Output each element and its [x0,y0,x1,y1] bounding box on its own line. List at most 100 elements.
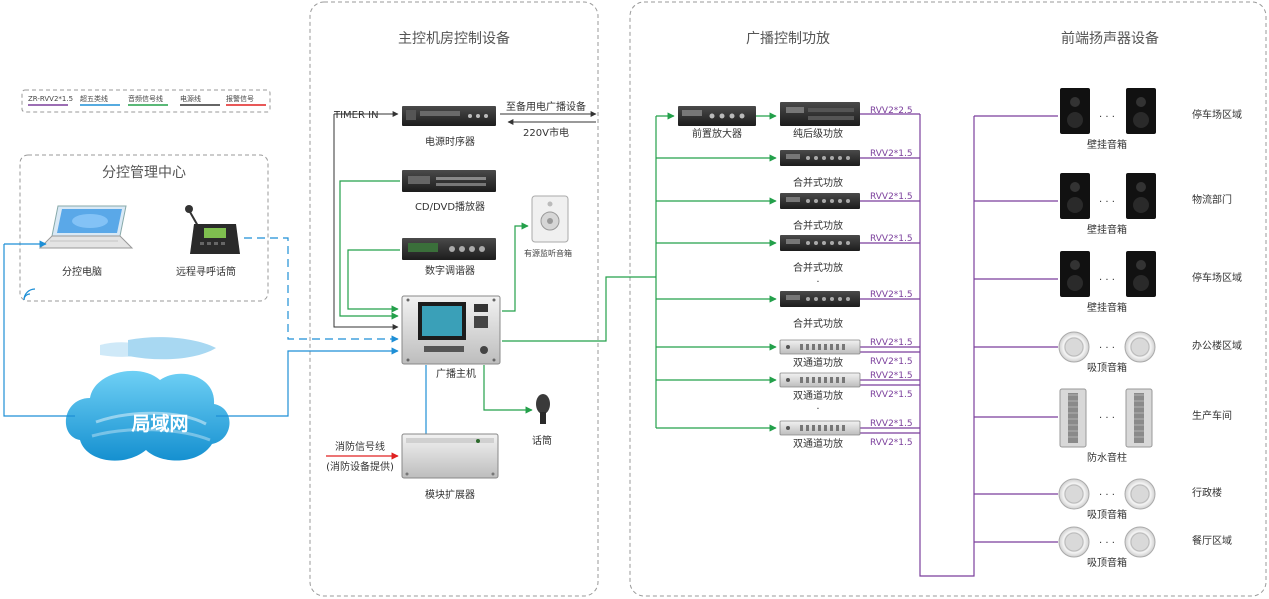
speaker-zone-label: 生产车间 [1192,409,1232,422]
integrated-amplifier[interactable] [780,193,860,209]
ceiling-speaker-group[interactable] [1058,331,1156,363]
speaker-device-label: 吸顶音箱 [1087,556,1127,569]
legend-item-label: 超五类线 [80,94,108,103]
dvd-host-link [339,180,400,320]
host-microphone-link [483,365,533,414]
control-room-frame [309,1,599,597]
dual-channel-amplifier[interactable] [779,372,861,388]
integrated-amplifier[interactable] [780,291,860,307]
legend-item-label: ZR-RVV2*1.5 [28,95,73,103]
monitor-speaker-label: 有源监听音箱 [524,248,572,258]
integrated-amplifier[interactable] [780,235,860,251]
speaker-ellipsis: · · · [1099,275,1115,286]
speaker-ellipsis: · · · [1099,538,1115,549]
amplifier-cable-label: RVV2*1.5 [870,419,913,429]
speaker-device-label: 壁挂音箱 [1087,138,1127,151]
broadcast-host-label: 广播主机 [436,367,476,380]
speaker-device-label: 壁挂音箱 [1087,301,1127,314]
lan-host-link [216,347,399,417]
amplifier-cable-label: RVV2*1.5 [870,234,913,244]
integrated-amplifier-label: 合并式功放 [793,261,843,274]
speaker-zone-label: 办公楼区域 [1192,339,1242,352]
lan-label: 局域网 [131,412,188,435]
sub-center-title: 分控管理中心 [102,165,186,181]
speaker-ellipsis: · · · [1099,112,1115,123]
microphone-icon[interactable] [536,394,550,424]
speaker-ellipsis: · · · [1099,343,1115,354]
module-expander[interactable] [401,433,499,479]
amplifier-cable-label-2: RVV2*1.5 [870,438,913,448]
signal-waves-icon [100,337,216,360]
integrated-amplifier[interactable] [780,150,860,166]
wall-speaker-group[interactable] [1060,173,1156,219]
column-speaker-group[interactable] [1059,388,1153,448]
paging-microphone-label: 远程寻呼话筒 [176,265,236,278]
timer-in-line [333,114,399,330]
speaker-zone-label: 物流部门 [1192,193,1232,206]
paging-microphone[interactable] [185,205,240,254]
control-room-title: 主控机房控制设备 [398,30,510,47]
laptop-lan-link [3,244,75,417]
microphone-label: 话筒 [532,434,552,447]
dual-channel-amplifier-label: 双通道功放 [793,437,843,450]
ellipsis-dots: · · [816,277,819,415]
dual-channel-amplifier-label: 双通道功放 [793,389,843,402]
legend-item-label: 音频信号线 [128,94,163,103]
svg-text:·: · [816,404,819,415]
dual-channel-amplifier[interactable] [779,420,861,436]
power-sequencer[interactable] [402,106,496,126]
fire-note-label: (消防设备提供) [326,460,394,473]
amplifier-speaker-frame [629,1,1267,597]
mains-label: 220V市电 [523,126,569,139]
pre-amplifier[interactable] [678,106,756,126]
digital-tuner-label: 数字调谐器 [425,264,475,277]
power-amplifier-label: 纯后级功放 [793,127,843,140]
monitor-speaker[interactable] [531,195,569,243]
speaker-bus-line [919,114,975,577]
speaker-device-label: 吸顶音箱 [1087,361,1127,374]
speaker-device-label: 吸顶音箱 [1087,508,1127,521]
main-cable-label: RVV2*2.5 [870,106,913,116]
laptop-label: 分控电脑 [62,265,102,278]
amplifier-cable-label: RVV2*1.5 [870,192,913,202]
speaker-device-label: 壁挂音箱 [1087,223,1127,236]
amplifier-cable-label: RVV2*1.5 [870,371,913,381]
amplifier-cable-label-2: RVV2*1.5 [870,357,913,367]
amplifier-cable-label-2: RVV2*1.5 [870,390,913,400]
speaker-device-label: 防水音柱 [1087,451,1127,464]
speaker-zone-label: 行政楼 [1192,486,1222,499]
integrated-amplifier-label: 合并式功放 [793,176,843,189]
remote-mic-link [244,237,399,343]
speaker-ellipsis: · · · [1099,490,1115,501]
ceiling-speaker-group[interactable] [1058,526,1156,558]
speaker-ellipsis: · · · [1099,197,1115,208]
speaker-zone-label: 停车场区域 [1192,108,1242,121]
amplifier-cable-label: RVV2*1.5 [870,290,913,300]
power-amplifier[interactable] [780,102,860,126]
lan-cloud-icon [65,370,230,461]
wall-speaker-group[interactable] [1060,88,1156,134]
digital-tuner[interactable] [402,238,496,260]
broadcast-host[interactable] [401,295,501,365]
module-expander-label: 模块扩展器 [425,488,475,501]
speaker-zone-label: 停车场区域 [1192,271,1242,284]
ceiling-speaker-group[interactable] [1058,478,1156,510]
speaker-section-title: 前端扬声器设备 [1061,30,1159,47]
legend: ZR-RVV2*1.5 超五类线 音频信号线 电源线 报警信号 [21,89,271,113]
pre-amplifier-label: 前置放大器 [692,127,742,140]
wall-speaker-group[interactable] [1060,251,1156,297]
legend-item-label: 报警信号 [226,94,254,103]
fire-signal-label: 消防信号线 [335,440,385,453]
amplifier-section-title: 广播控制功放 [746,31,830,47]
sub-center-frame [19,154,269,302]
amplifier-cable-label: RVV2*1.5 [870,338,913,348]
tuner-host-link [347,249,400,313]
laptop[interactable] [38,205,134,249]
dual-channel-amplifier[interactable] [779,339,861,355]
legend-item-label: 电源线 [180,94,201,103]
dual-channel-amplifier-label: 双通道功放 [793,356,843,369]
cd-dvd-player[interactable] [402,170,496,192]
svg-text:·: · [816,277,819,288]
integrated-amplifier-label: 合并式功放 [793,317,843,330]
